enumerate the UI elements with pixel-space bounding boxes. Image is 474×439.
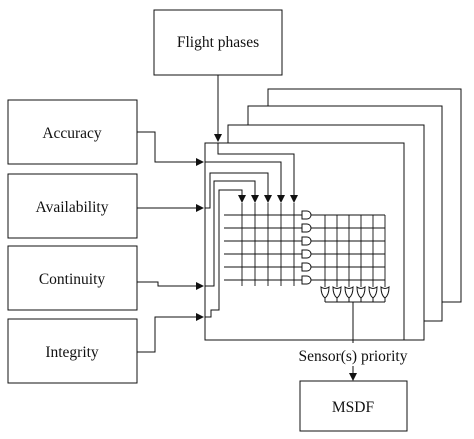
or-gate-2 (332, 286, 342, 299)
availability-box (7, 173, 138, 239)
or-gate-columns (324, 215, 386, 287)
and-gate-3 (301, 236, 312, 246)
msdf-label: MSDF (332, 399, 375, 416)
matrix-rows (224, 214, 302, 281)
route-availability (205, 172, 269, 209)
route-accuracy (205, 161, 282, 195)
blocks: Flight phases Accuracy Availability Cont… (7, 9, 408, 432)
continuity-connector (137, 281, 197, 287)
integrity-arrowhead (196, 313, 204, 321)
gate-output-wires (311, 214, 385, 281)
input-connectors (137, 75, 222, 353)
route-integrity (205, 189, 243, 318)
accuracy-connector (137, 131, 197, 163)
and-gate-2 (301, 223, 312, 233)
continuity-label: Continuity (39, 271, 106, 288)
or-gate-3 (344, 286, 354, 299)
continuity-arrowhead (196, 282, 204, 290)
accuracy-label: Accuracy (42, 125, 102, 142)
msdf-box (299, 380, 408, 432)
flight-phases-label: Flight phases (177, 34, 259, 51)
or-gate-6 (380, 286, 390, 299)
matrix-columns (241, 203, 295, 286)
and-gate-1 (301, 210, 312, 220)
crossbar-matrix (224, 203, 390, 303)
or-gate-4 (356, 286, 366, 299)
flight-phases-box (153, 9, 283, 76)
column-arrowhead-1 (238, 195, 246, 203)
msdf-arrowhead (349, 373, 357, 381)
route-continuity (205, 180, 256, 287)
output-bus (324, 298, 386, 303)
continuity-box (7, 245, 138, 311)
column-arrowhead-5 (290, 195, 298, 203)
output-connector: Sensor(s) priority (299, 302, 408, 381)
availability-arrowhead (196, 204, 204, 212)
and-gate-5 (301, 262, 312, 272)
and-gate-6 (301, 275, 312, 285)
flight-phases-arrowhead (214, 134, 222, 142)
integrity-label: Integrity (45, 344, 99, 361)
or-gate-5 (368, 286, 378, 299)
internal-routing (205, 143, 298, 318)
accuracy-arrowhead (196, 158, 204, 166)
column-arrowhead-2 (251, 195, 259, 203)
or-gate-1 (320, 286, 330, 299)
availability-label: Availability (36, 199, 109, 216)
route-flight-phases (217, 143, 295, 195)
sensor-priority-label: Sensor(s) priority (299, 348, 408, 365)
column-arrowhead-3 (264, 195, 272, 203)
integrity-connector (137, 316, 197, 353)
and-gate-4 (301, 249, 312, 259)
column-arrowhead-4 (277, 195, 285, 203)
integrity-box (7, 318, 138, 384)
